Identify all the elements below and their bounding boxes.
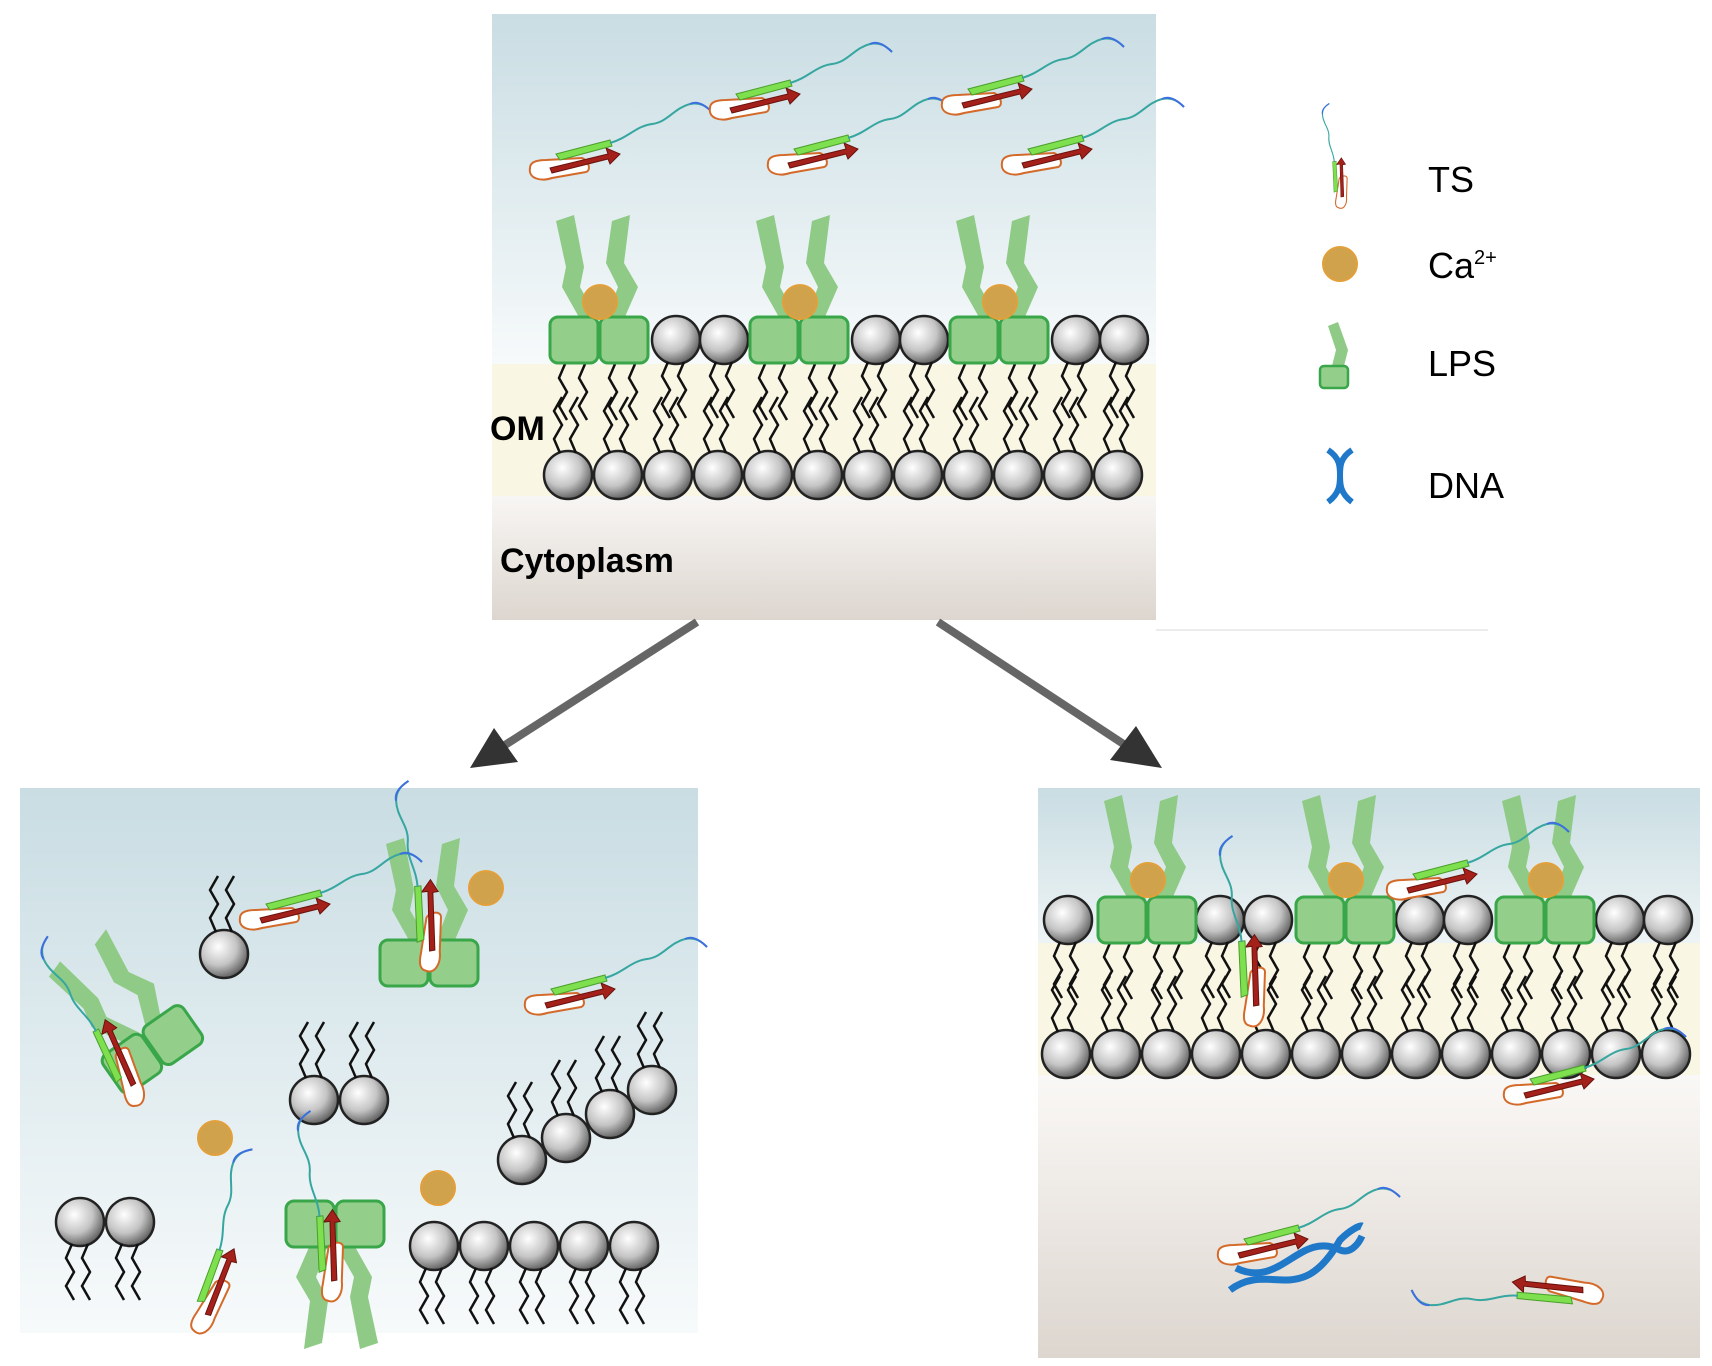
cytoplasm-label: Cytoplasm: [500, 542, 674, 580]
dna-strand: [1227, 1222, 1366, 1293]
legend-ca-label: Ca2+: [1428, 245, 1497, 286]
ts-protein-icon: [1302, 101, 1367, 210]
legend-ca-text: Ca: [1428, 245, 1475, 286]
arrow-right: [935, 618, 1162, 768]
legend-dna-label: DNA: [1428, 465, 1504, 506]
top-panel: OM Cytoplasm: [490, 14, 1185, 620]
outer-leaflet: [557, 314, 1150, 421]
calcium-ion-icon: [1322, 246, 1358, 282]
outer-leaflet-right: [1042, 894, 1694, 1000]
legend: TS Ca2+ LPS DNA: [1302, 101, 1504, 506]
legend-ts-label: TS: [1428, 159, 1474, 200]
bottom-right-panel: [1038, 788, 1700, 1363]
arrow-left: [470, 618, 700, 768]
legend-lps-label: LPS: [1428, 343, 1496, 384]
legend-ca-superscript: 2+: [1474, 247, 1497, 269]
bottom-left-panel: [20, 777, 708, 1351]
om-label: OM: [490, 410, 545, 448]
dna-icon: [1326, 447, 1354, 505]
lps-icon: [1318, 322, 1350, 390]
